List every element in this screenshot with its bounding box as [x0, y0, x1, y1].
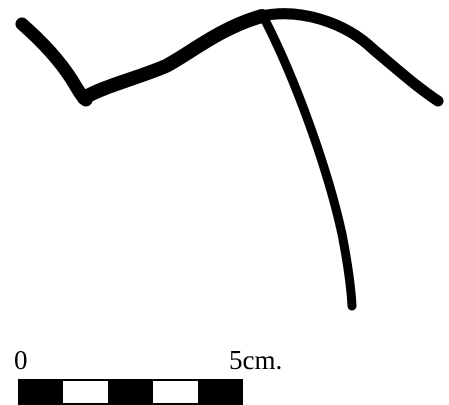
left-tip-stroke [15, 17, 93, 107]
scale-bar-segment [63, 379, 108, 405]
scale-bar-group: 0 5cm. [0, 330, 449, 405]
scale-bar-segment [18, 379, 63, 405]
right-arc-stroke [256, 8, 444, 107]
rim-band-stroke [77, 9, 269, 105]
scale-start-label: 0 [14, 345, 28, 375]
scale-bar-segment [153, 379, 198, 405]
scale-bar-segment [108, 379, 153, 405]
vessel-fragment-drawing [15, 8, 444, 311]
scale-bar-segment [198, 379, 243, 405]
scale-bar-outline [18, 379, 243, 405]
descending-stem-stroke [259, 13, 357, 311]
scale-end-label: 5cm. [229, 345, 283, 375]
scale-bar [18, 379, 243, 405]
